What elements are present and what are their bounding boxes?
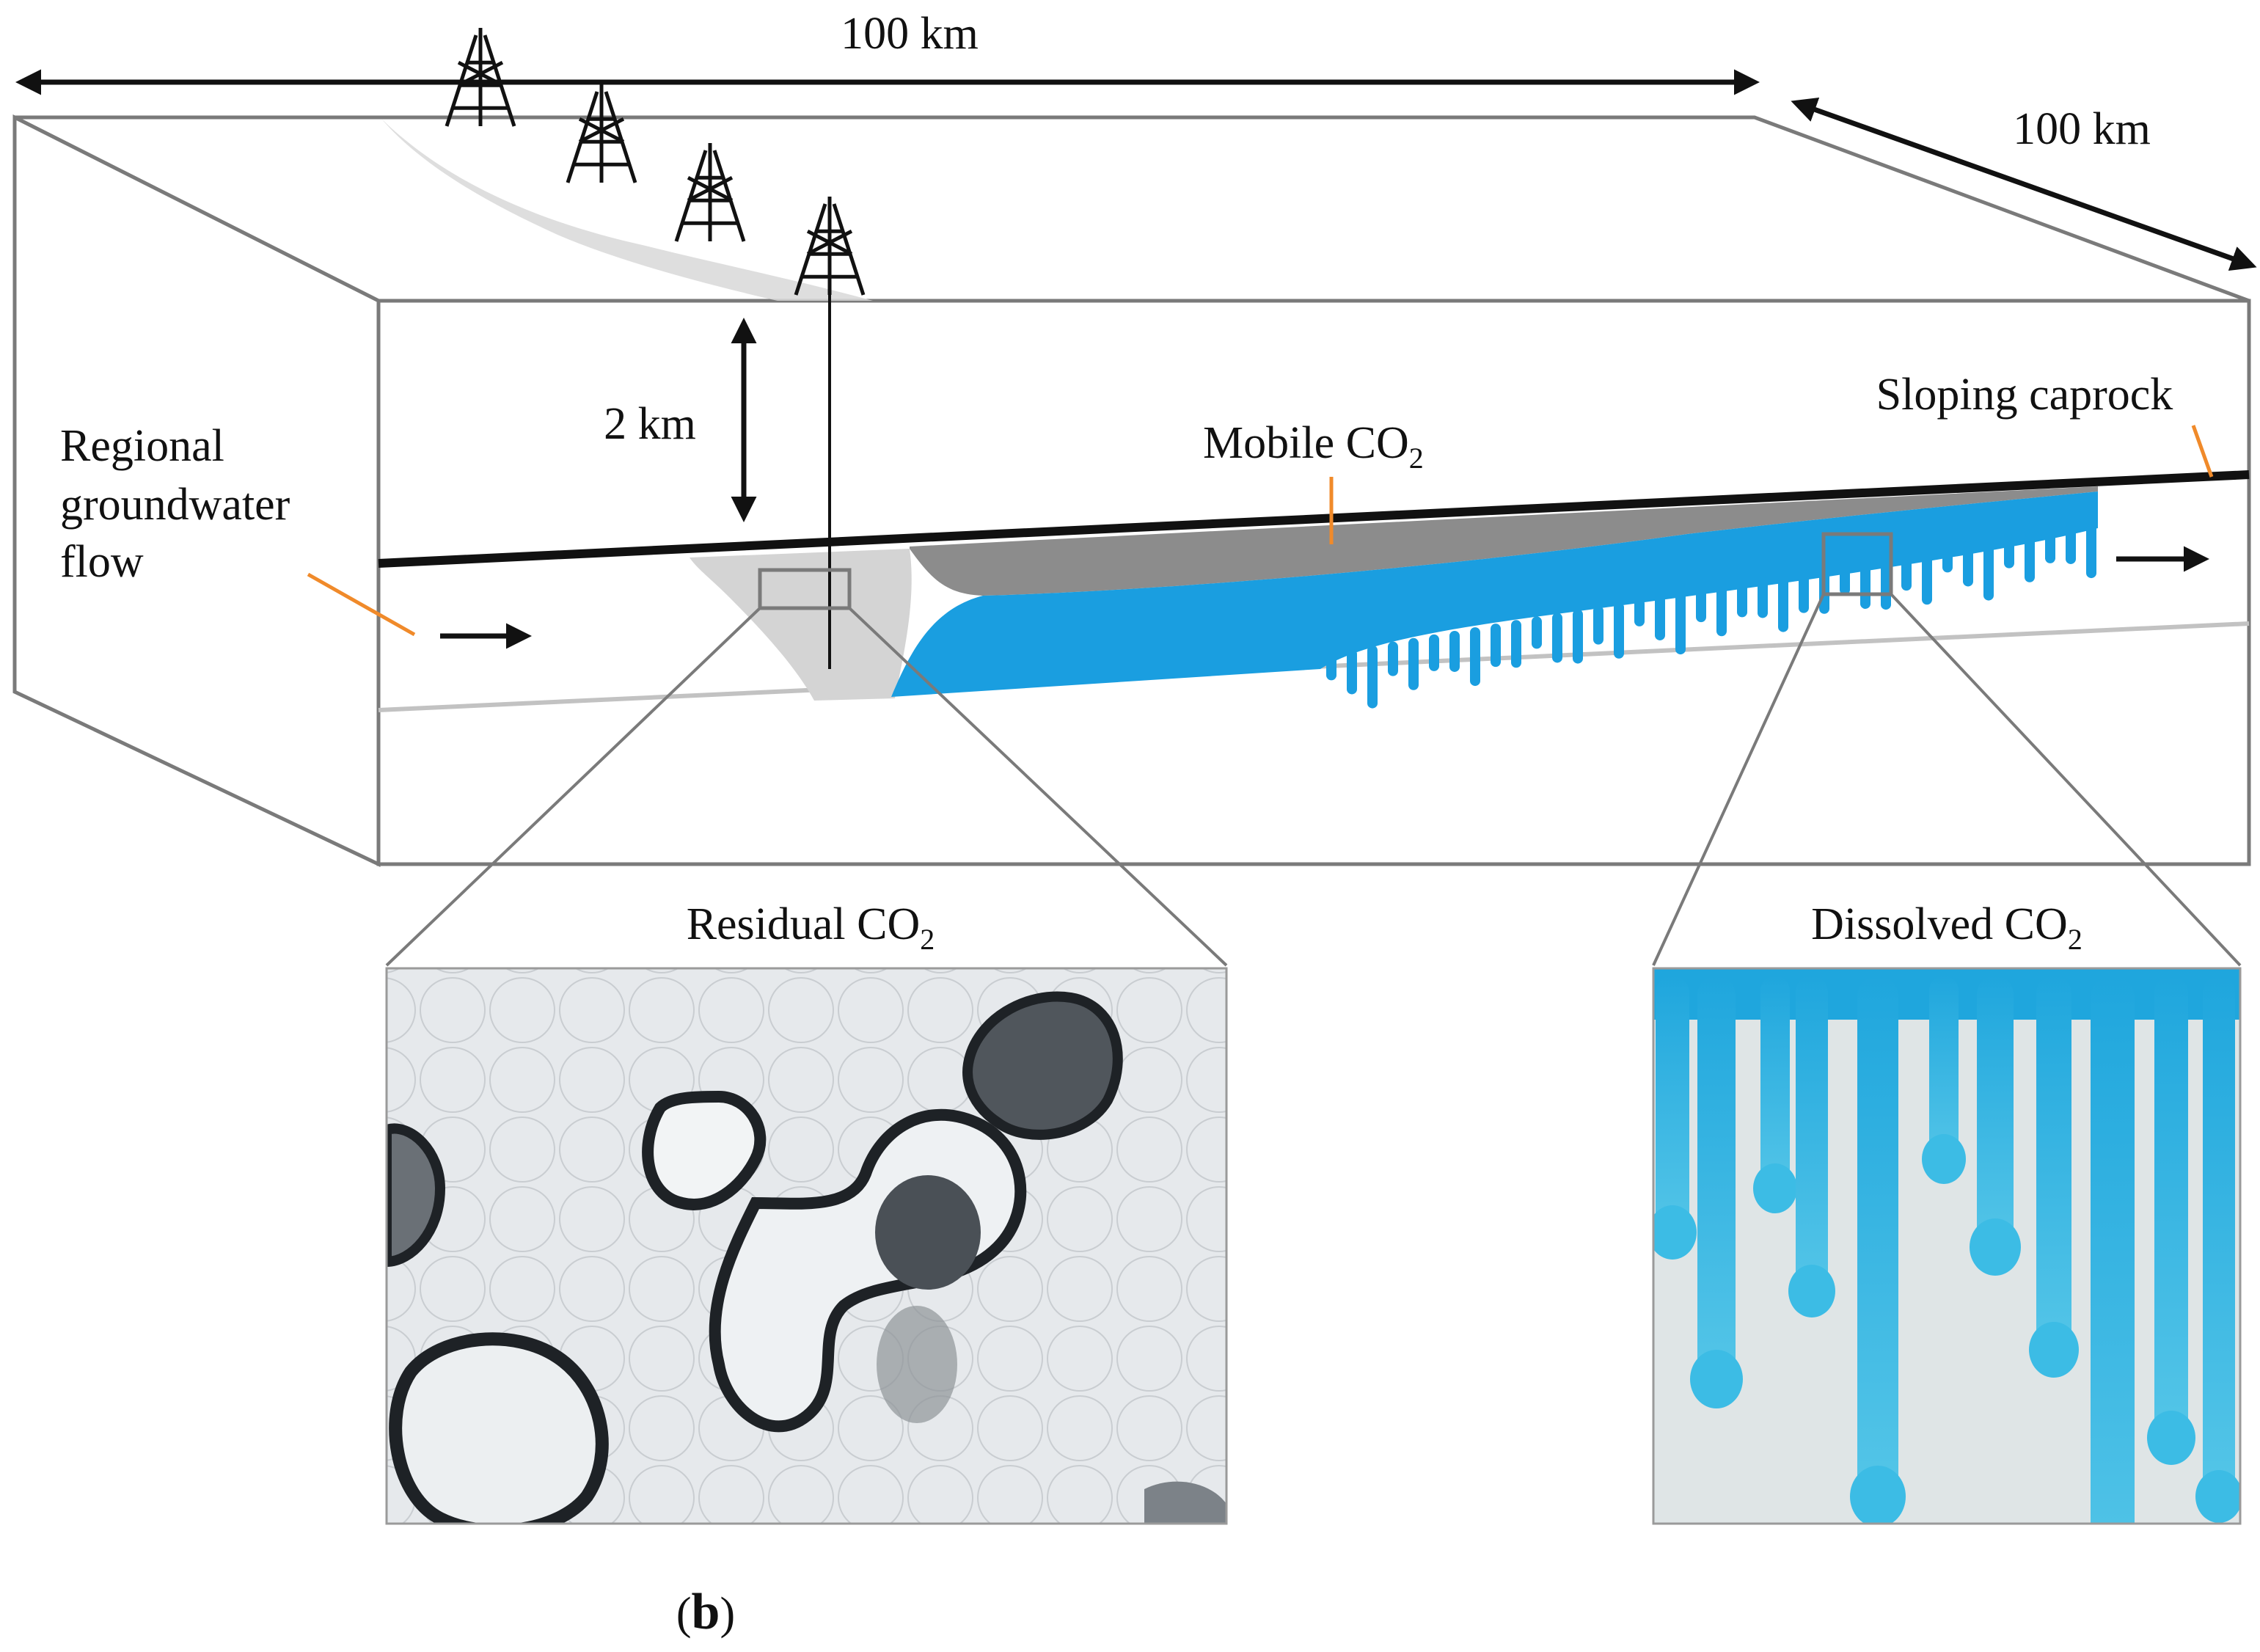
convective-finger xyxy=(1758,577,1768,618)
co2-plume xyxy=(891,491,2098,697)
convective-finger xyxy=(1716,584,1727,637)
convective-finger xyxy=(1388,641,1398,676)
convective-finger xyxy=(1778,573,1788,632)
panel-label: (b) xyxy=(676,1584,735,1640)
dissolved-finger xyxy=(2147,976,2195,1465)
convective-finger xyxy=(1737,580,1747,618)
convective-finger xyxy=(1593,605,1603,645)
convective-finger xyxy=(1449,630,1460,672)
dissolved-finger xyxy=(2195,976,2240,1523)
convective-finger xyxy=(2025,530,2035,582)
dissolved-finger xyxy=(1850,976,1906,1524)
drilling-rig-icon xyxy=(674,143,746,242)
ganglion-5 xyxy=(387,1123,446,1268)
convective-finger xyxy=(1881,555,1891,610)
dissolved-finger xyxy=(1788,976,1835,1317)
convective-finger xyxy=(1511,620,1521,668)
convective-finger xyxy=(1901,552,1912,591)
convective-finger xyxy=(2066,522,2076,564)
caprock-pointer xyxy=(2191,425,2214,478)
dissolved-finger xyxy=(2029,976,2079,1378)
ganglion-6 xyxy=(1144,1481,1226,1524)
width-top-label: 100 km xyxy=(841,9,979,59)
convective-fingers xyxy=(1326,519,2096,709)
convective-finger xyxy=(1573,609,1583,664)
sloping-caprock-line xyxy=(378,470,2250,568)
convective-finger xyxy=(1532,616,1542,649)
convective-finger xyxy=(1634,598,1645,626)
dissolved-inset-frame xyxy=(1652,967,2242,1525)
mobile-co2-gas xyxy=(910,486,2098,596)
groundwater-pointer xyxy=(307,572,416,637)
convective-finger xyxy=(1614,602,1624,659)
ganglion-4 xyxy=(389,1332,609,1524)
convective-finger xyxy=(2004,533,2014,569)
dissolved-finger xyxy=(2091,976,2135,1524)
dissolved-fingers xyxy=(1653,968,2240,1524)
reservoir-block xyxy=(12,114,2251,867)
dissolved-co2-label: Dissolved CO2 xyxy=(1811,899,2082,956)
depth-dimension-arrow xyxy=(1791,97,2257,271)
residual-connector-left xyxy=(385,607,761,967)
width-side-label: 100 km xyxy=(2013,104,2151,154)
convective-finger xyxy=(1347,648,1357,695)
convective-finger xyxy=(2086,519,2096,579)
convective-finger xyxy=(1367,645,1378,709)
residual-co2-trail xyxy=(690,549,912,701)
residual-co2-inset xyxy=(385,967,1228,1525)
residual-inset-frame xyxy=(385,967,1228,1525)
groundwater-label-line1: Regional xyxy=(60,421,224,471)
drilling-rig-icon xyxy=(794,197,866,296)
dissolved-connector-left xyxy=(1652,593,1825,966)
drilling-rig-icon xyxy=(566,84,637,183)
convective-finger xyxy=(1922,548,1932,605)
groundwater-label-line3: flow xyxy=(60,537,144,587)
convective-finger xyxy=(1470,627,1480,687)
dissolved-co2-inset xyxy=(1652,967,2242,1525)
convective-finger xyxy=(1675,591,1686,655)
residual-co2-label: Residual CO2 xyxy=(687,899,935,956)
dissolved-finger xyxy=(1922,976,1966,1184)
convective-finger xyxy=(1860,558,1870,609)
dissolved-finger xyxy=(1653,976,1697,1260)
convective-finger xyxy=(1840,562,1850,595)
convective-finger xyxy=(1552,613,1562,663)
convective-finger xyxy=(1799,569,1809,613)
ganglion-3 xyxy=(962,991,1123,1140)
convective-finger xyxy=(2045,526,2055,563)
depth-label: 2 km xyxy=(604,399,696,449)
dissolved-finger xyxy=(1970,976,2021,1276)
residual-zoom-box xyxy=(758,568,852,610)
convective-finger xyxy=(1408,637,1419,690)
convective-finger xyxy=(1491,624,1501,668)
convective-finger xyxy=(1326,652,1336,681)
convective-finger xyxy=(1655,594,1665,640)
dissolved-connector-right xyxy=(1890,593,2242,967)
mobile-co2-label: Mobile CO2 xyxy=(1203,418,1424,475)
convective-finger xyxy=(1983,537,1994,601)
ganglion-core xyxy=(875,1175,981,1290)
sloping-caprock-label: Sloping caprock xyxy=(1876,370,2173,420)
groundwater-label-line2: groundwater xyxy=(60,480,290,530)
convective-finger xyxy=(1696,588,1706,623)
ganglion-1 xyxy=(642,1090,767,1210)
convective-finger xyxy=(1963,541,1973,587)
ganglion-shadow xyxy=(877,1306,957,1423)
dissolved-finger xyxy=(1753,976,1797,1213)
convective-finger xyxy=(1429,634,1439,671)
convective-finger xyxy=(1942,544,1953,573)
drilling-rig-icon xyxy=(445,28,516,127)
dissolved-finger xyxy=(1690,976,1743,1408)
dissolved-zoom-box xyxy=(1821,532,1893,596)
residual-connector-right xyxy=(848,607,1228,967)
